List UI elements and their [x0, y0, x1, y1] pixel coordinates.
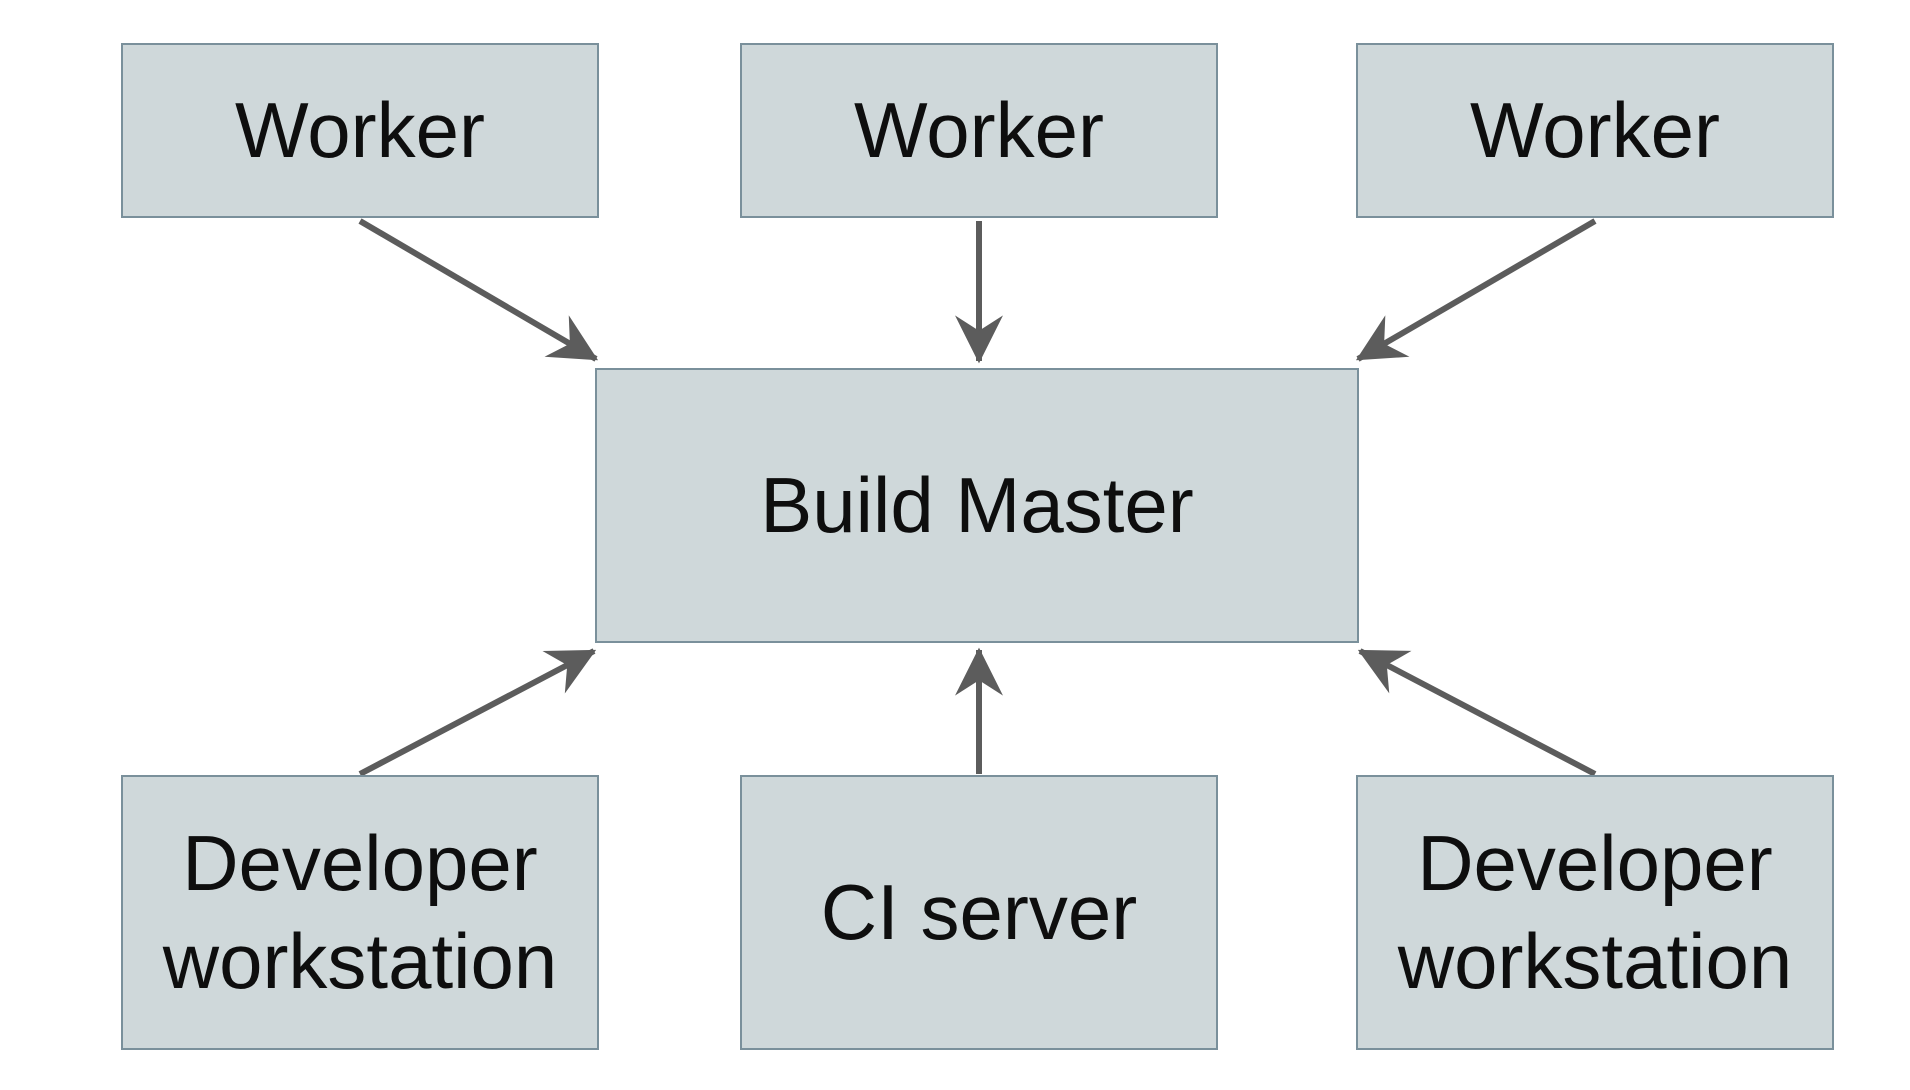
node-developer-workstation-2: Developer workstation [1356, 775, 1834, 1050]
edge-dev-workstation1-to-build-master [358, 648, 597, 777]
node-ci-server-label: CI server [820, 867, 1138, 956]
edge-worker1-to-build-master [358, 218, 599, 362]
node-build-master: Build Master [595, 368, 1359, 643]
edge-dev-workstation2-to-build-master [1357, 648, 1597, 777]
node-developer-workstation-2-label: Developer workstation [1397, 819, 1793, 1005]
node-worker-3-label: Worker [1470, 85, 1720, 174]
node-build-master-label: Build Master [760, 460, 1194, 549]
node-worker-1: Worker [121, 43, 599, 218]
node-worker-3: Worker [1356, 43, 1834, 218]
node-developer-workstation-1: Developer workstation [121, 775, 599, 1050]
node-worker-2-label: Worker [854, 85, 1104, 174]
node-developer-workstation-1-label: Developer workstation [162, 819, 558, 1005]
edge-worker3-to-build-master [1355, 218, 1597, 362]
node-worker-1-label: Worker [235, 85, 485, 174]
node-ci-server: CI server [740, 775, 1218, 1050]
node-worker-2: Worker [740, 43, 1218, 218]
